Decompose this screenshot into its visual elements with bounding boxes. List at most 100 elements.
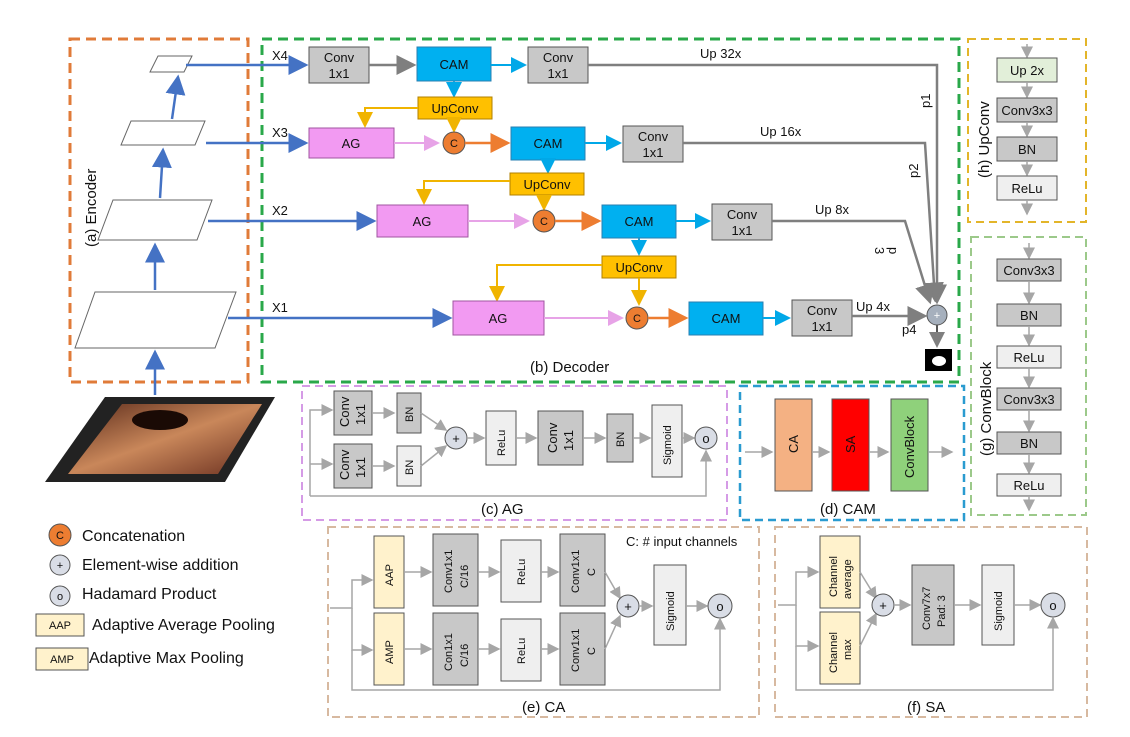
svg-text:o: o [716,599,723,614]
decoder-box [260,37,961,384]
svg-text:Up 4x: Up 4x [856,299,890,314]
svg-text:ReLu: ReLu [1013,478,1044,493]
svg-text:Conv: Conv [337,396,352,427]
cam-detail: CA SA ConvBlock (d) CAM [745,398,954,518]
svg-text:Sigmoid: Sigmoid [662,425,674,465]
svg-text:Adaptive Average Pooling: Adaptive Average Pooling [92,617,275,634]
svg-text:1x1: 1x1 [812,319,833,334]
svg-text:Sigmoid: Sigmoid [993,591,1005,631]
svg-text:Channel: Channel [828,632,840,673]
svg-text:ReLu: ReLu [516,638,528,664]
svg-text:Conv3x3: Conv3x3 [1001,103,1052,118]
legend-amp-symbol [35,647,89,671]
cam-1 [416,46,492,82]
legend-hadamard-symbol [49,585,71,607]
svg-text:Up 16x: Up 16x [760,124,802,139]
svg-text:C: C [450,138,458,150]
x1-label: X1 [272,300,288,315]
ag-box [301,385,728,521]
svg-text:UpConv: UpConv [616,260,663,275]
cam-box [738,384,966,522]
svg-text:AAP: AAP [49,620,71,632]
x2-label: X2 [272,203,288,218]
feature-map-3 [120,120,206,146]
encoder-box [68,37,250,384]
svg-text:Up 32x: Up 32x [700,46,742,61]
svg-text:BN: BN [404,460,416,475]
svg-text:Conv: Conv [543,50,574,65]
svg-text:o: o [1049,598,1056,613]
convblock-label: (g) ConvBlock [978,361,995,456]
svg-text:ReLu: ReLu [496,430,508,456]
svg-text:C: C [586,568,598,576]
svg-text:Conv: Conv [545,422,560,453]
cam-label: (d) CAM [820,501,876,518]
svg-text:C: C [586,647,598,655]
svg-text:Conv: Conv [324,50,355,65]
svg-text:Up 2x: Up 2x [1010,63,1044,78]
svg-text:3: 3 [872,247,887,254]
svg-text:C: C [540,216,548,228]
svg-text:C/16: C/16 [459,644,471,667]
svg-text:1x1: 1x1 [561,430,576,451]
svg-text:Conv1x1: Conv1x1 [570,629,582,672]
svg-text:CA: CA [786,435,801,453]
svg-text:Conv: Conv [807,303,838,318]
ca-box [327,526,760,718]
svg-text:Hadamard Product: Hadamard Product [82,586,217,603]
sa-label: (f) SA [907,699,945,716]
svg-text:+: + [879,598,887,613]
svg-text:C: C [633,313,641,325]
svg-text:1x1: 1x1 [329,66,350,81]
x4-conv-box [308,46,370,84]
svg-text:p: p [886,247,901,254]
ca-label: (e) CA [522,699,565,716]
p1-conv-box [527,46,589,84]
feature-map-1 [74,291,237,349]
svg-text:CAM: CAM [440,57,469,72]
svg-text:BN: BN [1020,308,1038,323]
p2-conv-box [622,125,684,163]
svg-text:CAM: CAM [534,136,563,151]
svg-text:ReLu: ReLu [1011,181,1042,196]
svg-text:BN: BN [1018,142,1036,157]
ag-3 [452,300,545,336]
p3-conv-box [711,203,773,241]
svg-text:Adaptive Max Pooling: Adaptive Max Pooling [89,650,244,667]
legend-add-symbol [49,554,71,576]
svg-text:AG: AG [489,311,508,326]
svg-text:o: o [57,591,63,603]
svg-text:1x1: 1x1 [548,66,569,81]
svg-text:ConvBlock: ConvBlock [902,415,917,478]
svg-text:Sigmoid: Sigmoid [665,591,677,631]
svg-text:max: max [842,639,854,660]
svg-text:Con1x1: Con1x1 [443,633,455,671]
p4-conv-box [791,299,853,337]
convblock-detail: Conv3x3 BN ReLu Conv3x3 BN ReLu (g) Conv… [978,243,1062,512]
x4-label: X4 [272,48,288,63]
svg-text:+: + [57,560,63,572]
svg-text:+: + [452,431,460,446]
svg-text:AMP: AMP [50,654,74,666]
svg-text:ReLu: ReLu [516,559,528,585]
svg-text:Conv1x1: Conv1x1 [570,550,582,593]
upconv-detail: Up 2x Conv3x3 BN ReLu (h) UpConv [976,44,1058,216]
ag-label: (c) AG [481,501,524,518]
cam-4 [688,301,764,336]
decoder-label: (b) Decoder [530,359,609,376]
svg-text:BN: BN [1020,436,1038,451]
sa-box [774,526,1088,718]
svg-text:average: average [842,559,854,599]
upconv-box [967,38,1087,223]
svg-text:Up 8x: Up 8x [815,202,849,217]
decoder: X4 Conv 1x1 CAM Conv 1x1 Up 32x p1 UpCon… [186,46,952,376]
svg-text:+: + [934,310,940,322]
svg-text:UpConv: UpConv [524,177,571,192]
svg-text:CAM: CAM [625,214,654,229]
svg-text:BN: BN [404,407,416,422]
svg-text:1x1: 1x1 [353,457,368,478]
sa-detail: Channel average Channel max + Conv7x7 Pa… [778,535,1066,716]
svg-text:C/16: C/16 [459,565,471,588]
svg-text:Conv: Conv [638,129,669,144]
legend-aap-symbol [35,613,85,637]
